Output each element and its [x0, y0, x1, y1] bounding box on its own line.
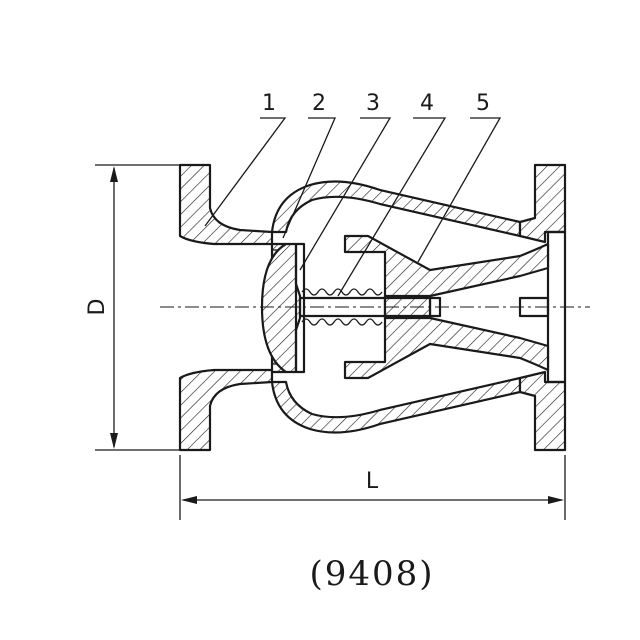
guide-housing — [343, 234, 550, 380]
callout-number-3: 3 — [366, 91, 380, 116]
callout-leaders — [204, 117, 502, 297]
dimension-l — [179, 455, 566, 520]
callout-number-5: 5 — [476, 91, 490, 116]
callout-number-1: 1 — [262, 91, 276, 116]
callout-number-2: 2 — [312, 91, 326, 116]
dimension-d — [95, 164, 182, 451]
compression-spring — [301, 288, 383, 326]
drawing-caption: (9408) — [309, 554, 434, 594]
dimension-d-label: D — [85, 299, 110, 316]
valve-disc — [260, 242, 306, 374]
callout-number-4: 4 — [420, 91, 434, 116]
dimension-l-label: L — [366, 469, 379, 494]
